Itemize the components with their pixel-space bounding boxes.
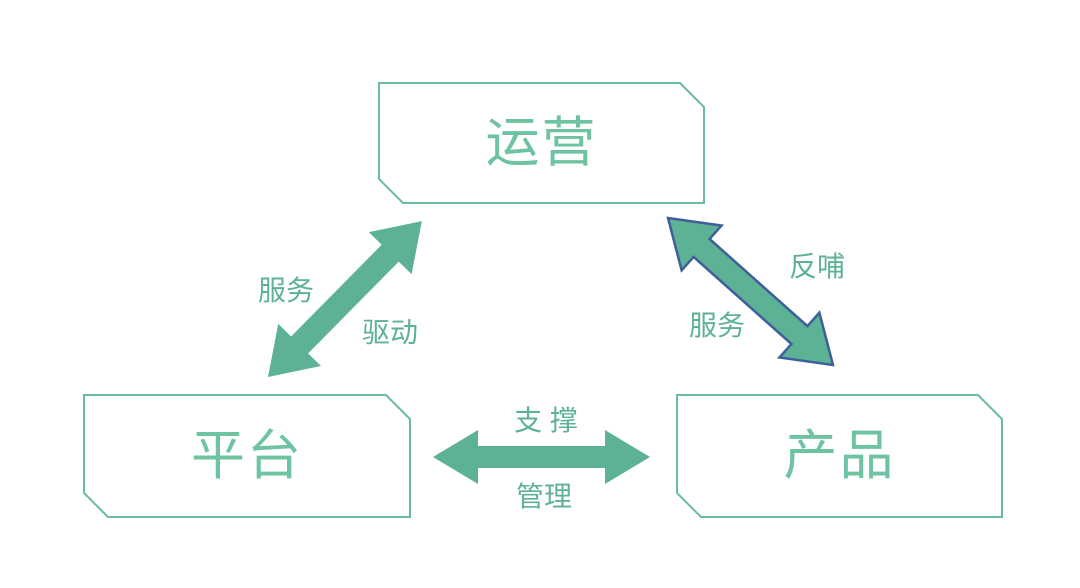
arrow-platform-operations [268,221,422,377]
node-box-platform [83,394,411,518]
arrow-platform-product [433,430,650,484]
node-box-product [676,394,1003,518]
node-box-operations [378,82,705,204]
arrow-operations-product [666,216,835,367]
